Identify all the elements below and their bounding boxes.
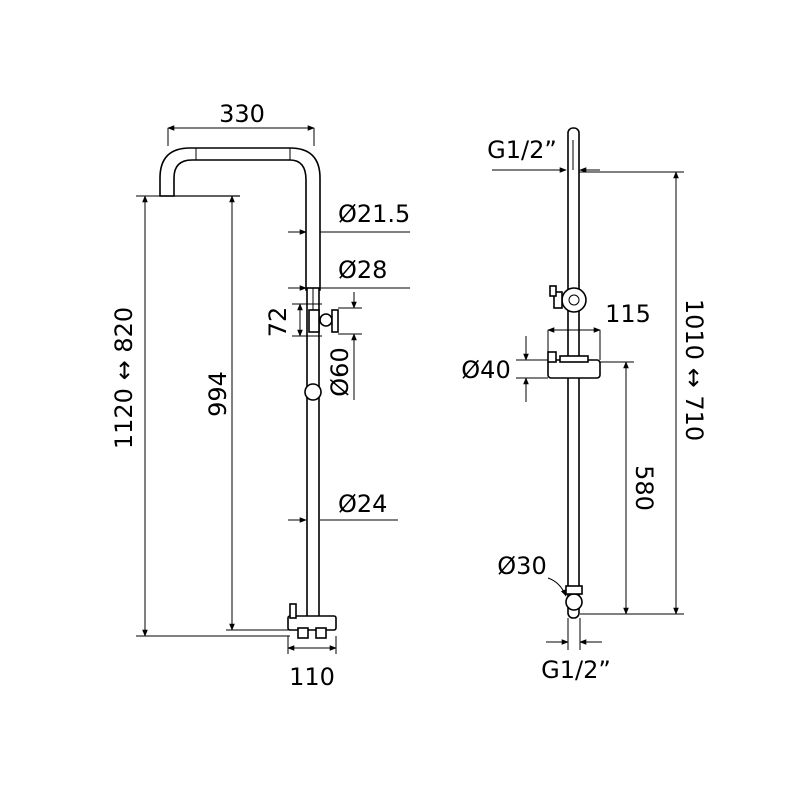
dimension-thread-top bbox=[492, 167, 684, 173]
dimension-thread-top-label: G1/2” bbox=[487, 136, 557, 164]
dimension-1120-820 bbox=[136, 195, 290, 637]
dimension-dia-40 bbox=[516, 336, 548, 402]
upper-bracket bbox=[549, 285, 587, 313]
dimension-thread-bottom bbox=[546, 618, 602, 650]
dimension-1120-820-label: 1120 ↔ 820 bbox=[110, 307, 138, 449]
dimension-1010-710 bbox=[580, 171, 684, 615]
shower-arm bbox=[159, 147, 321, 291]
bottom-connector bbox=[565, 585, 583, 611]
diverter-knob bbox=[308, 309, 339, 333]
dimension-dia-30-label: Ø30 bbox=[497, 552, 546, 580]
right-view: G1/2” 115 Ø40 1010 ↔ 710 580 bbox=[461, 127, 708, 684]
dimension-dia-60-label: Ø60 bbox=[326, 347, 354, 396]
dimension-330 bbox=[167, 125, 315, 146]
dimension-dia-24-label: Ø24 bbox=[338, 490, 387, 518]
dimension-994 bbox=[226, 195, 290, 631]
dimension-dia-60 bbox=[338, 292, 362, 400]
dimension-dia-28-label: Ø28 bbox=[338, 256, 387, 284]
mixer-base bbox=[287, 603, 337, 639]
dimension-580-label: 580 bbox=[630, 465, 658, 511]
dimension-115 bbox=[547, 327, 601, 360]
dimension-72-label: 72 bbox=[264, 307, 292, 338]
left-view: 330 Ø21.5 Ø28 72 Ø60 bbox=[110, 100, 410, 691]
dimension-115-label: 115 bbox=[605, 300, 651, 328]
dimension-110 bbox=[287, 636, 337, 654]
slider-holder bbox=[547, 351, 601, 379]
dimension-110-label: 110 bbox=[289, 663, 335, 691]
dimension-thread-bottom-label: G1/2” bbox=[541, 656, 611, 684]
dimension-dia-30 bbox=[547, 577, 567, 597]
dimension-1010-710-label: 1010 ↔ 710 bbox=[680, 299, 708, 441]
pipe-clamp bbox=[304, 383, 322, 401]
dimension-580 bbox=[600, 361, 634, 615]
dimension-330-label: 330 bbox=[219, 100, 265, 128]
dimension-72 bbox=[292, 303, 322, 337]
dimension-994-label: 994 bbox=[204, 371, 232, 417]
dimension-dia-40-label: Ø40 bbox=[461, 356, 510, 384]
dimension-dia-21-5-label: Ø21.5 bbox=[338, 200, 410, 228]
column-pipe bbox=[306, 287, 320, 619]
